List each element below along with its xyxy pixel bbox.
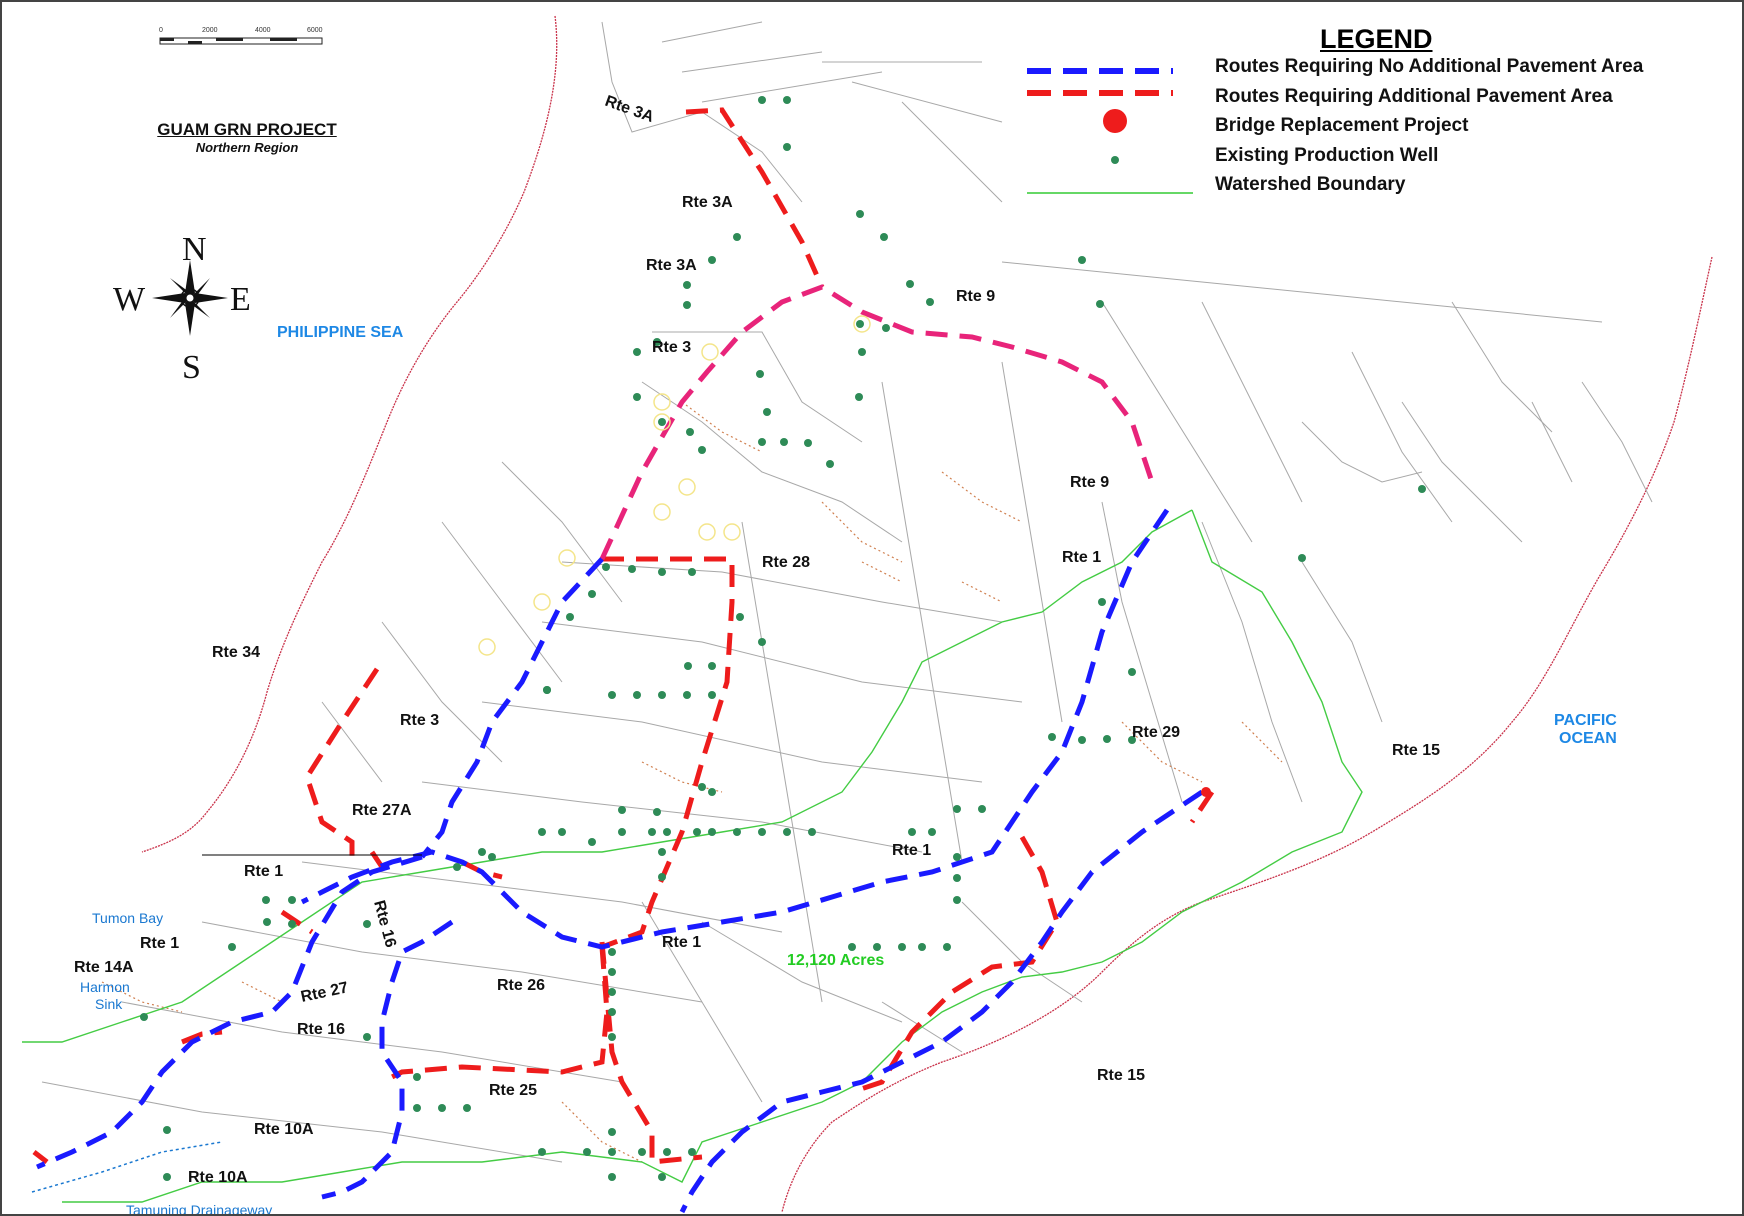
label-rte3-2: Rte 3 bbox=[400, 712, 439, 729]
minor-trails bbox=[101, 401, 1283, 1163]
label-rte15-1: Rte 15 bbox=[1392, 742, 1440, 759]
coastline-west bbox=[141, 15, 558, 853]
scale-tick-2000: 2000 bbox=[202, 27, 218, 34]
scale-tick-6000: 6000 bbox=[307, 27, 323, 34]
label-rte3a-2: Rte 3A bbox=[682, 194, 733, 211]
label-rte1-3: Rte 1 bbox=[244, 863, 283, 880]
legend-item-bridge: Bridge Replacement Project bbox=[1215, 115, 1469, 136]
watershed-boundary bbox=[22, 509, 1363, 1203]
route-labels: Rte 3A Rte 3A Rte 3A Rte 3 Rte 9 Rte 9 R… bbox=[74, 93, 1440, 1186]
compass-n: N bbox=[182, 231, 207, 268]
legend-symbol-blue-dashed bbox=[1027, 68, 1173, 74]
coastline-east bbox=[781, 256, 1713, 1213]
label-rte16-2: Rte 16 bbox=[297, 1021, 345, 1038]
route-rte9-pink bbox=[599, 284, 1155, 561]
legend-panel: LEGEND Routes Requiring No Additional Pa… bbox=[1005, 14, 1742, 250]
legend-item-additional: Routes Requiring Additional Pavement Are… bbox=[1215, 86, 1613, 107]
scale-tick-0: 0 bbox=[159, 27, 163, 34]
label-pacific-ocean-2: OCEAN bbox=[1559, 730, 1617, 747]
label-rte16-1: Rte 16 bbox=[370, 899, 399, 950]
tamuning-drainageway-line bbox=[31, 1141, 223, 1193]
project-title-block: GUAM GRN PROJECT Northern Region bbox=[152, 120, 342, 155]
faint-markers bbox=[478, 315, 871, 656]
scale-tick-4000: 4000 bbox=[255, 27, 271, 34]
label-rte3-1: Rte 3 bbox=[652, 339, 691, 356]
label-rte1-5: Rte 1 bbox=[140, 935, 179, 952]
legend-symbol-red-dashed bbox=[1027, 90, 1173, 96]
compass-s: S bbox=[182, 349, 201, 382]
label-tamuning-drainageway: Tamuning Drainageway bbox=[126, 1202, 272, 1216]
label-rte1-4: Rte 1 bbox=[662, 934, 701, 951]
legend-symbol-green-dot bbox=[1111, 156, 1119, 164]
label-rte29: Rte 29 bbox=[1132, 724, 1180, 741]
compass-e: E bbox=[230, 281, 251, 318]
label-rte1-1: Rte 1 bbox=[1062, 549, 1101, 566]
label-rte27: Rte 27 bbox=[299, 979, 350, 1006]
road-network bbox=[41, 21, 1653, 1163]
legend-item-no-additional: Routes Requiring No Additional Pavement … bbox=[1215, 56, 1644, 77]
label-rte1-2: Rte 1 bbox=[892, 842, 931, 859]
label-rte25: Rte 25 bbox=[489, 1082, 537, 1099]
legend-item-well: Existing Production Well bbox=[1215, 145, 1439, 166]
label-rte10a-2: Rte 10A bbox=[188, 1169, 248, 1186]
bridge-replacement-marker bbox=[1201, 787, 1211, 797]
project-title: GUAM GRN PROJECT bbox=[157, 120, 337, 139]
label-rte3a-1: Rte 3A bbox=[603, 93, 657, 126]
project-subtitle: Northern Region bbox=[195, 140, 299, 155]
production-wells bbox=[140, 96, 1426, 1181]
label-rte9-1: Rte 9 bbox=[956, 288, 995, 305]
label-philippine-sea: PHILIPPINE SEA bbox=[277, 324, 404, 341]
label-area: 12,120 Acres bbox=[787, 952, 884, 969]
legend-symbol-green-line bbox=[1027, 192, 1193, 194]
label-rte27a: Rte 27A bbox=[352, 802, 412, 819]
legend-item-watershed: Watershed Boundary bbox=[1215, 174, 1406, 195]
legend-symbol-red-dot bbox=[1103, 109, 1127, 133]
legend-title: LEGEND bbox=[1320, 24, 1433, 54]
label-tumon-bay: Tumon Bay bbox=[92, 910, 163, 926]
label-rte3a-3: Rte 3A bbox=[646, 257, 697, 274]
scale-bar: 0 2000 4000 6000 bbox=[157, 24, 327, 58]
compass-rose: N S W E bbox=[110, 230, 260, 386]
label-rte9-2: Rte 9 bbox=[1070, 474, 1109, 491]
label-rte26: Rte 26 bbox=[497, 977, 545, 994]
label-pacific-ocean-1: PACIFIC bbox=[1554, 712, 1617, 729]
label-harmon-sink-2: Sink bbox=[95, 996, 123, 1012]
label-harmon-sink-1: Harmon bbox=[80, 979, 130, 995]
label-rte15-2: Rte 15 bbox=[1097, 1067, 1145, 1084]
routes-no-additional-pavement bbox=[36, 508, 1204, 1214]
label-rte14a: Rte 14A bbox=[74, 959, 134, 976]
label-rte10a-1: Rte 10A bbox=[254, 1121, 314, 1138]
label-rte28: Rte 28 bbox=[762, 554, 810, 571]
compass-w: W bbox=[113, 281, 146, 318]
label-rte34: Rte 34 bbox=[212, 644, 260, 661]
